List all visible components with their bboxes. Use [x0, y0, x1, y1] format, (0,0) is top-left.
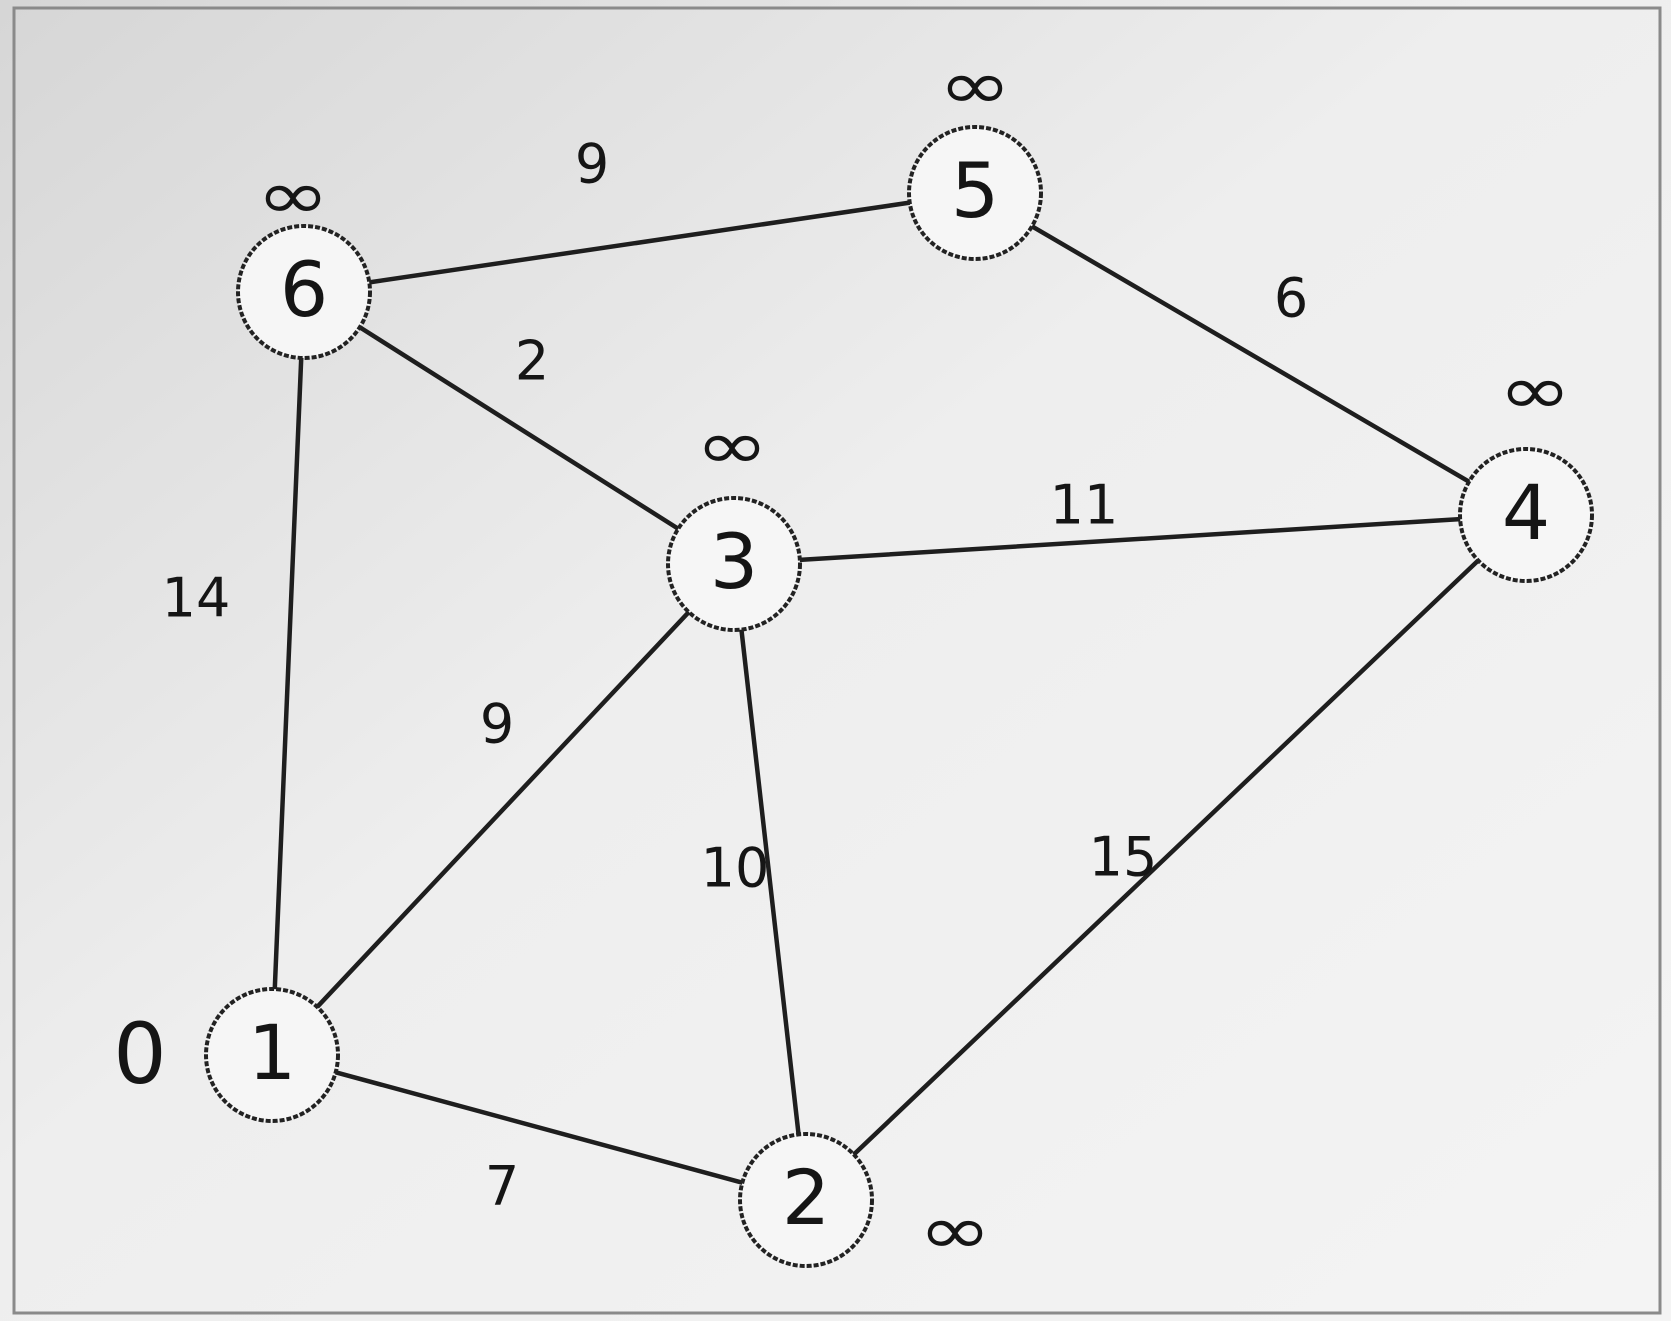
node-circle-5	[907, 125, 1043, 261]
node-6: 6∞	[236, 157, 372, 360]
node-5: 5∞	[907, 47, 1043, 261]
node-1: 10	[113, 987, 340, 1123]
node-label-6: 6	[280, 245, 328, 334]
edge-weight-5-6: 9	[575, 133, 609, 196]
node-circle-2	[738, 1132, 874, 1268]
edge-weight-1-2: 7	[485, 1155, 519, 1218]
edge-1-3	[314, 609, 692, 1010]
edge-5-6	[367, 200, 912, 285]
distance-label-4: ∞	[1498, 352, 1571, 430]
edge-weight-3-6: 2	[515, 330, 549, 393]
edge-weight-2-3: 10	[701, 837, 770, 900]
node-4: 4∞	[1458, 352, 1594, 583]
node-2: 2∞	[738, 1132, 992, 1270]
edge-1-2	[333, 1070, 745, 1185]
distance-label-5: ∞	[938, 47, 1011, 125]
node-circle-3	[666, 496, 802, 632]
distance-label-1: 0	[113, 1005, 166, 1103]
edge-3-4	[797, 516, 1463, 563]
distance-label-2: ∞	[918, 1192, 991, 1270]
node-circle-4	[1458, 447, 1594, 583]
distance-label-6: ∞	[256, 157, 329, 235]
edge-weight-3-4: 11	[1050, 474, 1119, 537]
node-label-3: 3	[710, 517, 758, 606]
edge-3-6	[357, 325, 681, 531]
distance-label-3: ∞	[695, 407, 768, 485]
edge-weight-2-4: 15	[1089, 826, 1158, 889]
edge-4-5	[1029, 224, 1472, 484]
edge-2-4	[851, 558, 1481, 1157]
edge-2-3	[739, 627, 801, 1137]
node-label-4: 4	[1502, 468, 1550, 557]
node-label-5: 5	[951, 146, 999, 235]
node-circle-1	[204, 987, 340, 1123]
node-3: 3∞	[666, 407, 802, 632]
edge-weight-4-5: 6	[1274, 267, 1308, 330]
diagram-border	[12, 6, 1662, 1315]
edge-1-6	[272, 355, 304, 992]
nodes-layer: 102∞3∞4∞5∞6∞	[113, 47, 1594, 1270]
node-label-1: 1	[248, 1008, 296, 1097]
edge-weight-1-3: 9	[480, 693, 514, 756]
node-label-2: 2	[782, 1153, 830, 1242]
edge-weight-1-6: 14	[162, 567, 231, 630]
node-circle-6	[236, 224, 372, 360]
